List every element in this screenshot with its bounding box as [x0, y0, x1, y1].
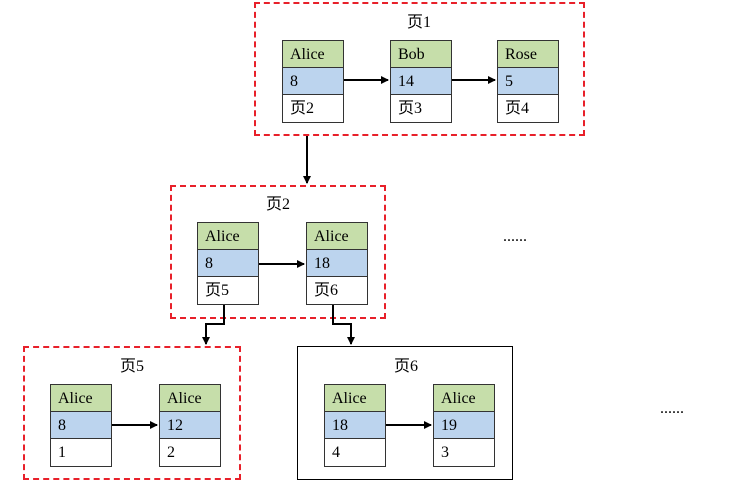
node-pointer: 1: [51, 439, 111, 466]
node-name: Alice: [325, 385, 385, 412]
node-key: 18: [307, 250, 367, 277]
node-pointer: 页5: [198, 277, 258, 304]
arrow-p2-to-p6: [332, 305, 355, 345]
ellipsis-bottom: ......: [660, 400, 684, 417]
node-pointer: 页4: [498, 95, 558, 122]
node-name: Alice: [198, 223, 258, 250]
node-key: 8: [198, 250, 258, 277]
node-name: Alice: [160, 385, 220, 412]
page-1-node-3: Rose 5 页4: [497, 40, 559, 123]
page-1-title: 页1: [406, 14, 431, 31]
page-2-box: [170, 185, 386, 319]
node-key: 8: [51, 412, 111, 439]
node-key: 14: [391, 68, 451, 95]
node-name: Alice: [434, 385, 494, 412]
page-6-node-2: Alice 19 3: [433, 384, 495, 467]
page-5-node-1: Alice 8 1: [50, 384, 112, 467]
page-6-title: 页6: [393, 358, 418, 375]
node-pointer: 3: [434, 439, 494, 466]
node-key: 12: [160, 412, 220, 439]
node-key: 5: [498, 68, 558, 95]
node-pointer: 页3: [391, 95, 451, 122]
page-6-node-1: Alice 18 4: [324, 384, 386, 467]
node-pointer: 2: [160, 439, 220, 466]
page-5-box: [23, 346, 241, 480]
node-key: 8: [283, 68, 343, 95]
page-2-node-1: Alice 8 页5: [197, 222, 259, 305]
page-6-box: [297, 346, 513, 480]
node-pointer: 页6: [307, 277, 367, 304]
arrow-p2-to-p5: [202, 305, 225, 345]
page-1-node-2: Bob 14 页3: [390, 40, 452, 123]
page-1-box: [254, 2, 585, 136]
node-pointer: 4: [325, 439, 385, 466]
node-name: Alice: [283, 41, 343, 68]
ellipsis-mid: ......: [503, 228, 527, 245]
node-name: Alice: [51, 385, 111, 412]
node-name: Rose: [498, 41, 558, 68]
page-1-node-1: Alice 8 页2: [282, 40, 344, 123]
page-2-title: 页2: [265, 196, 290, 213]
node-key: 18: [325, 412, 385, 439]
page-2-node-2: Alice 18 页6: [306, 222, 368, 305]
node-pointer: 页2: [283, 95, 343, 122]
page-5-title: 页5: [119, 358, 144, 375]
node-name: Alice: [307, 223, 367, 250]
page-5-node-2: Alice 12 2: [159, 384, 221, 467]
node-key: 19: [434, 412, 494, 439]
node-name: Bob: [391, 41, 451, 68]
